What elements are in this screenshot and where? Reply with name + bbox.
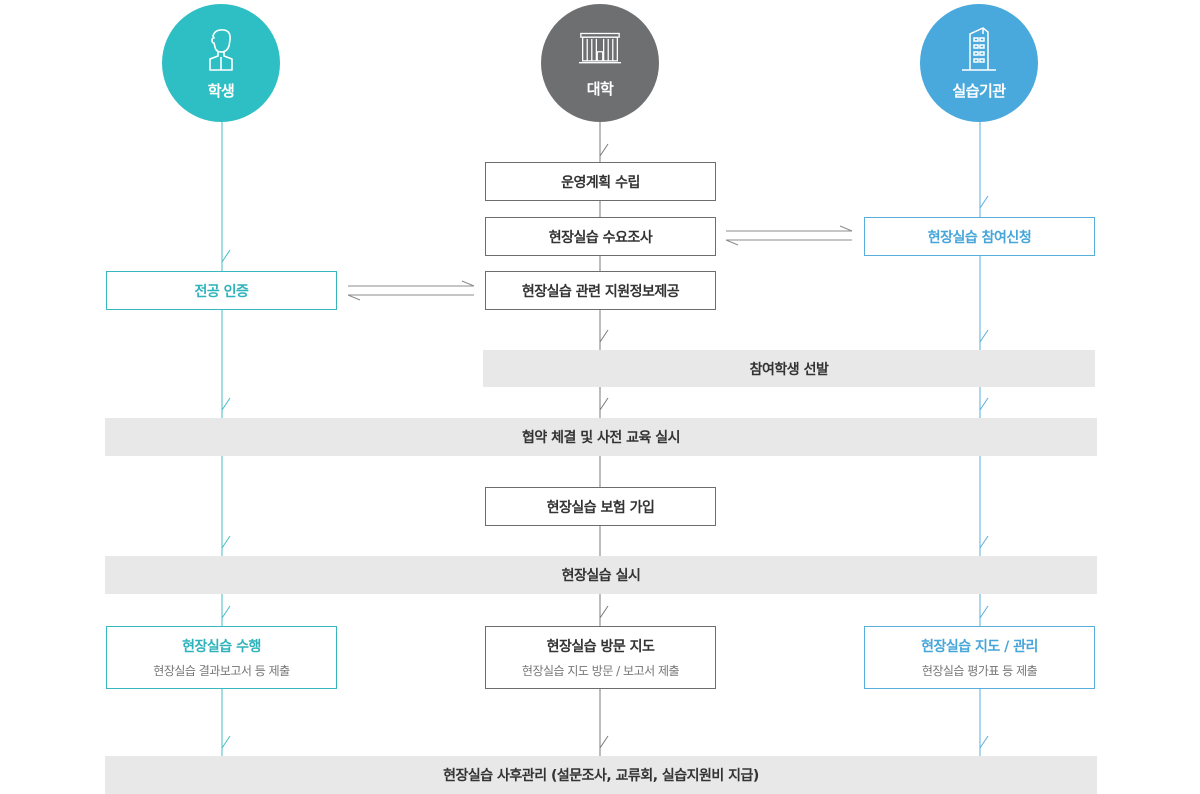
step-insurance: 현장실습 보험 가입 [485,487,716,526]
band-agreement: 협약 체결 및 사전 교육 실시 [105,418,1097,456]
university-label: 대학 [586,79,614,98]
step-participation-apply: 현장실습 참여신청 [864,217,1095,256]
step-operation-plan-text: 운영계획 수립 [561,174,640,191]
step-perform-practice-sub: 현장실습 결과보고서 등 제출 [153,664,290,678]
step-major-certification-text: 전공 인증 [194,283,249,300]
step-visit-guidance: 현장실습 방문 지도 현장실습 지도 방문 / 보고서 제출 [485,626,716,689]
step-info-provision-text: 현장실습 관련 지원정보제공 [521,283,680,300]
student-label: 학생 [207,81,235,100]
exchange-arrows-institution [725,225,853,246]
step-operation-plan: 운영계획 수립 [485,162,716,201]
band-aftercare-text: 현장실습 사후관리 (설문조사, 교류회, 실습지원비 지급) [443,768,759,784]
step-participation-apply-text: 현장실습 참여신청 [927,229,1032,246]
band-aftercare: 현장실습 사후관리 (설문조사, 교류회, 실습지원비 지급) [105,756,1097,794]
student-circle: 학생 [162,4,280,122]
step-guidance-management: 현장실습 지도 / 관리 현장실습 평가표 등 제출 [864,626,1095,689]
band-conduct-text: 현장실습 실시 [561,568,641,584]
band-conduct: 현장실습 실시 [105,556,1097,594]
step-guidance-management-sub: 현장실습 평가표 등 제출 [921,664,1038,678]
step-info-provision: 현장실습 관련 지원정보제공 [485,271,716,310]
band-select-students-text: 참여학생 선발 [749,361,829,378]
step-guidance-management-title: 현장실습 지도 / 관리 [921,639,1038,655]
institution-label: 실습기관 [952,81,1006,100]
step-insurance-text: 현장실습 보험 가입 [546,499,655,516]
exchange-arrows-student [347,280,475,301]
step-demand-survey: 현장실습 수요조사 [485,217,716,256]
student-column-lines [221,122,223,756]
band-agreement-text: 협약 체결 및 사전 교육 실시 [521,430,681,446]
step-visit-guidance-title: 현장실습 방문 지도 [546,639,655,655]
step-perform-practice-title: 현장실습 수행 [182,639,261,655]
person-icon [209,28,233,71]
institution-circle: 실습기관 [920,4,1038,122]
band-select-students: 참여학생 선발 [483,350,1095,387]
step-major-certification: 전공 인증 [106,271,337,310]
step-visit-guidance-sub: 현장실습 지도 방문 / 보고서 제출 [521,664,680,678]
step-perform-practice: 현장실습 수행 현장실습 결과보고서 등 제출 [106,626,337,689]
university-building-icon [579,32,621,63]
step-demand-survey-text: 현장실습 수요조사 [548,229,653,246]
university-circle: 대학 [541,4,659,122]
office-building-icon [962,26,996,71]
